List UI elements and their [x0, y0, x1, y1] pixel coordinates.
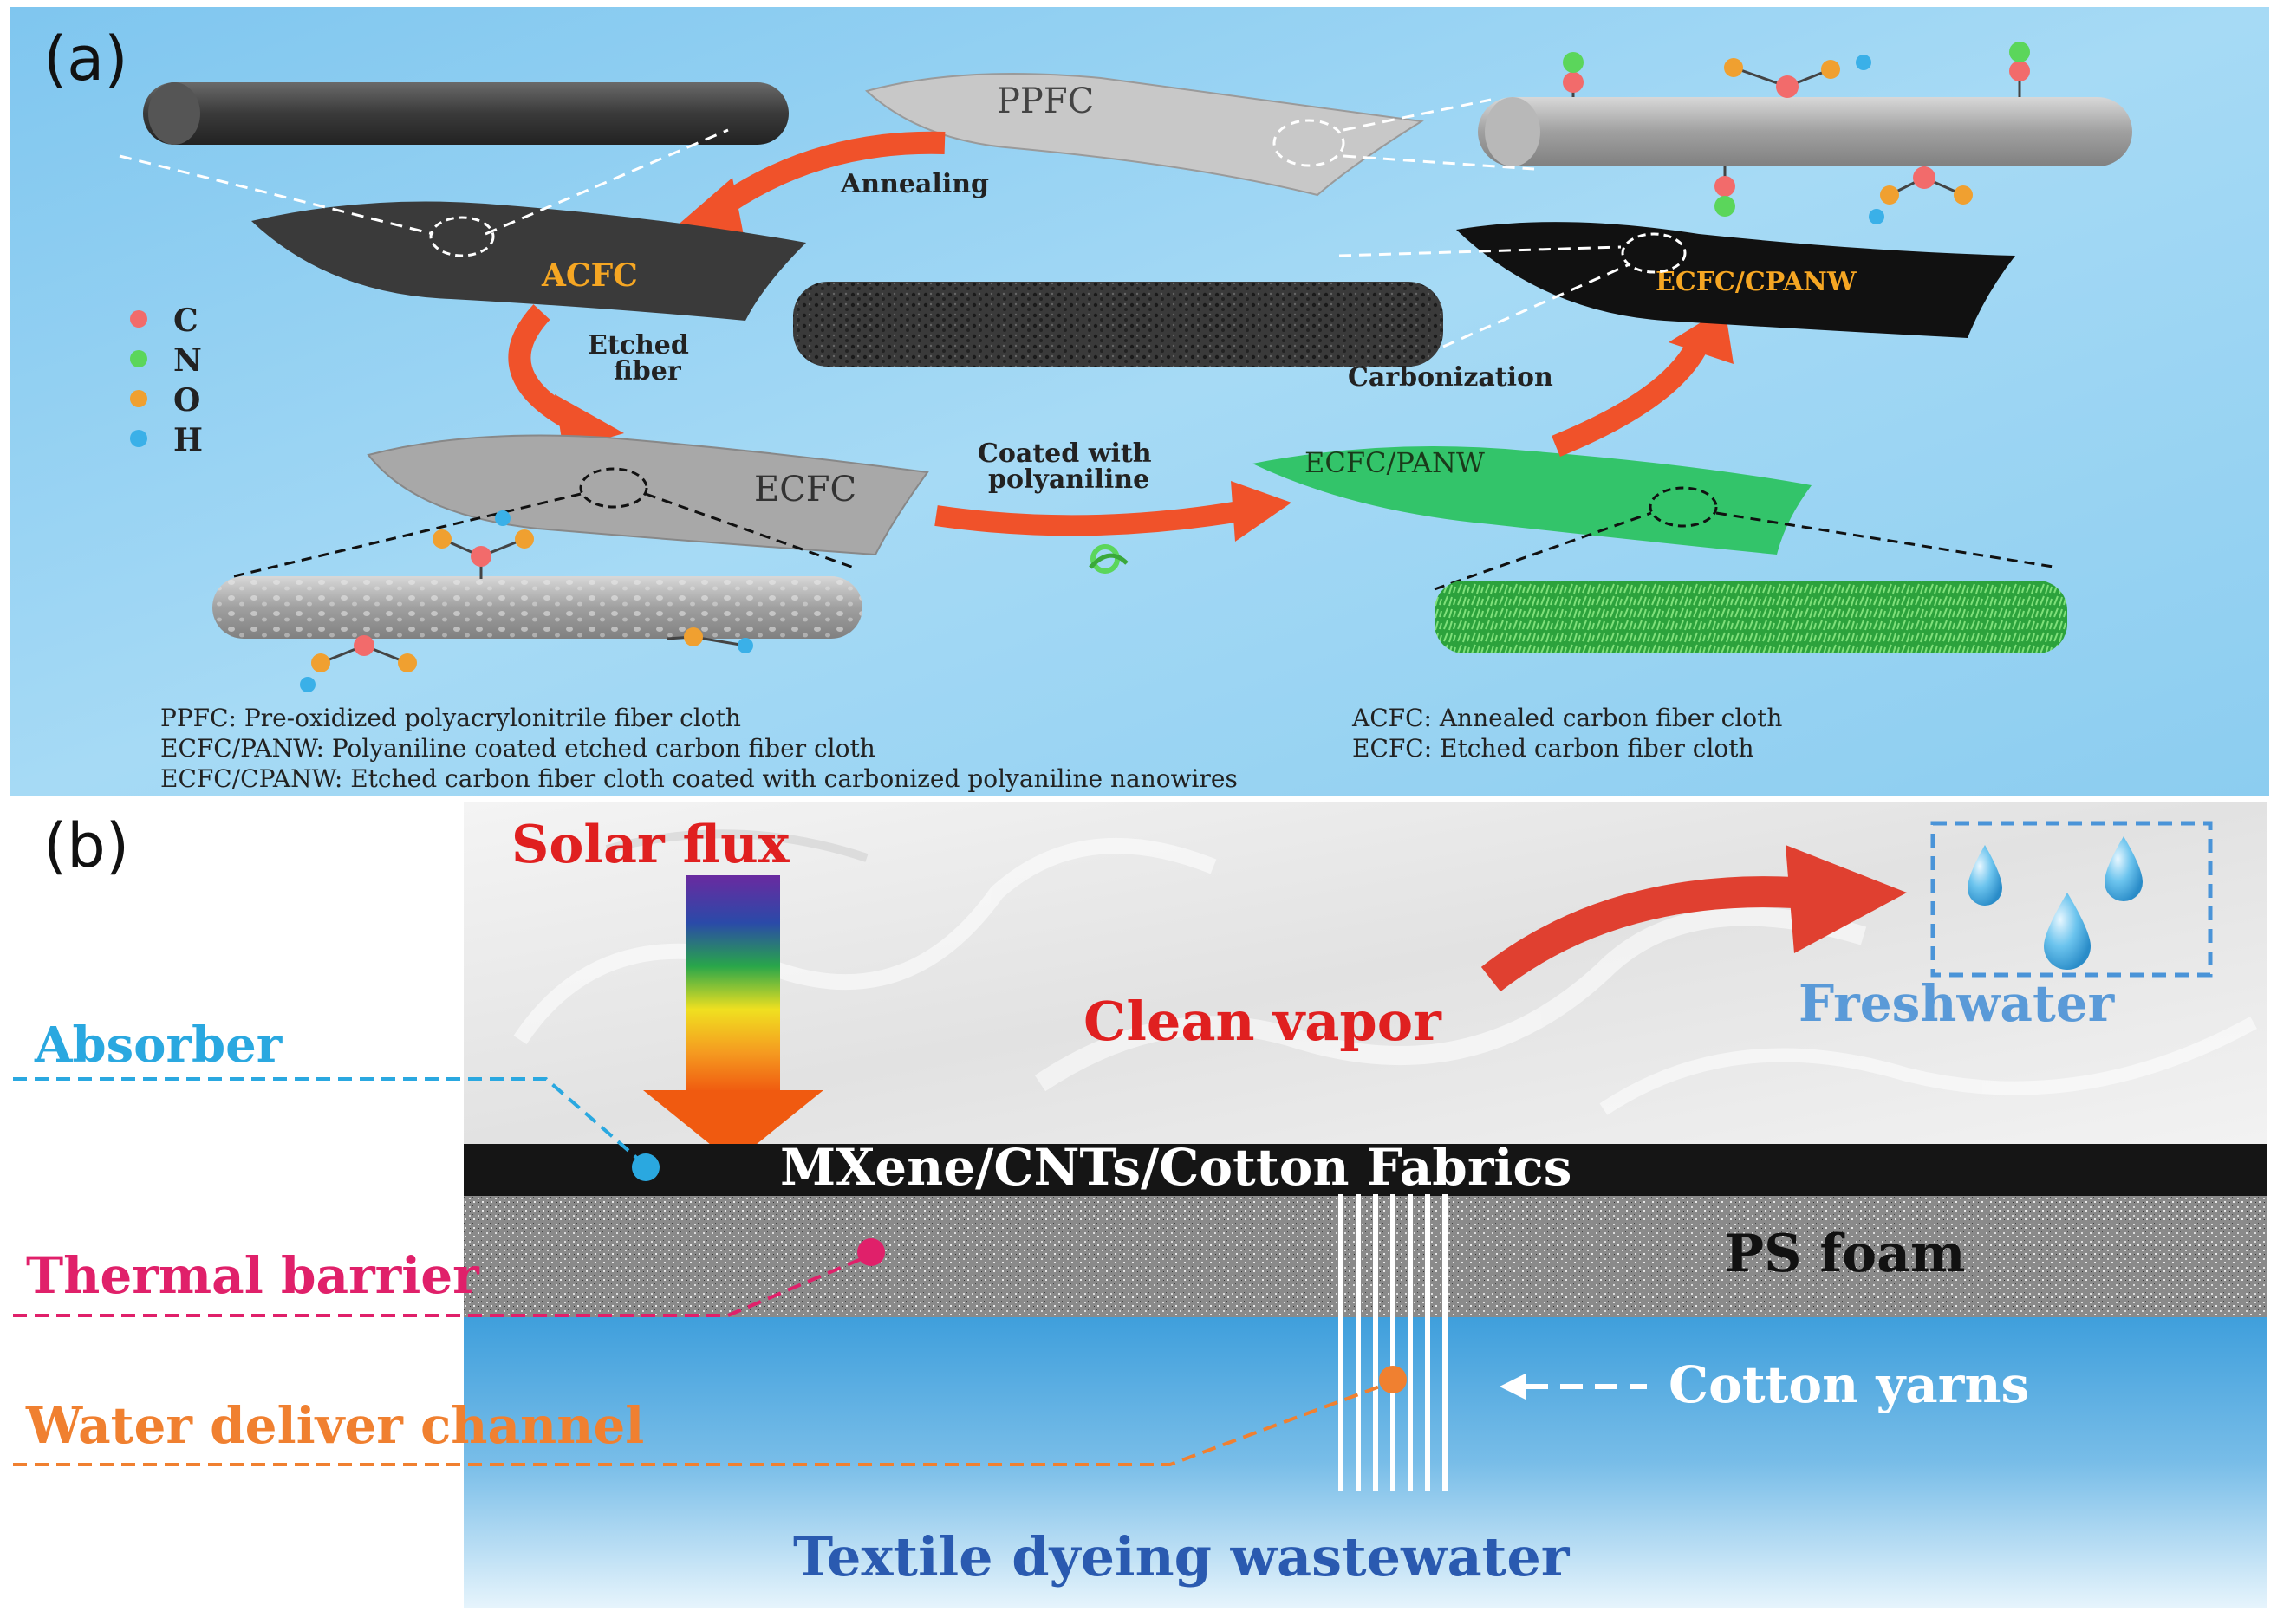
surface-groups: [1563, 42, 2030, 224]
functional-groups: [300, 510, 753, 692]
ppfc-sheet: PPFC: [864, 73, 1424, 197]
water-channel-leader: [13, 1380, 1392, 1466]
ppfc-label: PPFC: [997, 81, 1094, 121]
carbonized-fiber-rod: [1478, 97, 2132, 166]
carbonization-label: Carbonization: [1348, 362, 1553, 393]
panw-coated-rod: [1435, 581, 2067, 653]
legend-n: N: [173, 342, 202, 379]
zoom-line: [1343, 154, 1535, 171]
definition-ecfc-panw: ECFC/PANW: Polyaniline coated etched car…: [160, 734, 875, 763]
water-drop-icon: [1968, 836, 2143, 970]
acfc-label: ACFC: [541, 257, 638, 294]
absorber-leader: [13, 1077, 647, 1167]
wastewater-region: [464, 1317, 2267, 1608]
definition-ecfc: ECFC: Etched carbon fiber cloth: [1352, 734, 1754, 763]
ps-foam-label: PS foam: [1725, 1224, 1966, 1284]
definition-ecfc-cpanw: ECFC/CPANW: Etched carbon fiber cloth co…: [160, 764, 1238, 793]
coated-label-2: polyaniline: [988, 464, 1149, 495]
absorber-label: Absorber: [34, 1017, 283, 1074]
absorber-layer-label: MXene/CNTs/Cotton Fabrics: [780, 1138, 1571, 1197]
acfc-sheet: ACFC: [251, 201, 806, 321]
legend-c: C: [173, 302, 198, 339]
cotton-yarns-label: Cotton yarns: [1669, 1355, 2029, 1414]
etched-arrow: [508, 304, 578, 431]
legend-dot-c: [130, 310, 147, 328]
ecfc-label: ECFC: [754, 470, 856, 510]
etched-label-2: fiber: [614, 356, 682, 387]
element-legend: C N O H: [130, 302, 203, 458]
etched-fiber-rod: [212, 576, 862, 639]
thermal-barrier-label: Thermal barrier: [26, 1246, 480, 1305]
thermal-barrier-marker: [857, 1238, 885, 1266]
legend-dot-o: [130, 390, 147, 407]
ecfc-cpanw-sheet: ECFC/CPANW: [1456, 222, 2015, 338]
vapor-wisps: [513, 829, 2257, 1115]
water-channel-label: Water deliver channel: [25, 1396, 644, 1455]
polyaniline-icon: [1089, 544, 1129, 574]
panel-a-label: (a): [43, 23, 128, 94]
cotton-yarns: [1338, 1194, 1448, 1491]
ecfc-panw-label: ECFC/PANW: [1304, 446, 1485, 479]
raw-fiber-rod: [143, 82, 789, 145]
thermal-barrier-leader: [13, 1253, 872, 1317]
annealing-label: Annealing: [840, 169, 989, 199]
zoom-line: [233, 492, 582, 578]
definition-acfc: ACFC: Annealed carbon fiber cloth: [1351, 704, 1782, 732]
zoom-line: [1338, 245, 1622, 257]
zoom-line: [119, 154, 434, 236]
solar-spectrum-bar: [686, 875, 780, 1092]
vapor-arrow: [1480, 876, 1795, 992]
vapor-arrowhead: [1786, 845, 1907, 953]
etched-label-1: Etched: [588, 330, 689, 361]
ecfc-cpanw-label: ECFC/CPANW: [1656, 267, 1857, 297]
zoom-line: [1434, 511, 1652, 591]
definitions: PPFC: Pre-oxidized polyacrylonitrile fib…: [160, 704, 1782, 793]
cotton-yarns-pointer: [1500, 1374, 1647, 1400]
legend-dot-h: [130, 430, 147, 447]
zoom-line: [1343, 98, 1492, 132]
zoom-line: [485, 128, 729, 236]
definition-ppfc: PPFC: Pre-oxidized polyacrylonitrile fib…: [160, 704, 741, 732]
clean-vapor-label: Clean vapor: [1083, 990, 1442, 1053]
solar-arrowhead: [643, 1090, 823, 1163]
wastewater-label: Textile dyeing wastewater: [793, 1525, 1571, 1588]
zoom-line: [1715, 511, 2059, 569]
carbonization-arrow: [1552, 337, 1709, 458]
coated-label-1: Coated with: [978, 438, 1152, 469]
zoom-line: [1442, 263, 1630, 348]
zoom-line: [645, 492, 855, 569]
sponge-rod: [793, 282, 1443, 367]
panel-b-label: (b): [43, 810, 129, 881]
legend-o: O: [173, 382, 200, 419]
coating-arrow: [934, 501, 1241, 536]
legend-h: H: [173, 422, 203, 458]
legend-dot-n: [130, 350, 147, 367]
coating-arrowhead: [1231, 481, 1291, 542]
ps-foam-layer: [464, 1196, 2267, 1317]
water-channel-marker: [1379, 1366, 1407, 1393]
ecfc-panw-sheet: ECFC/PANW: [1252, 446, 1812, 555]
absorber-marker: [632, 1153, 660, 1181]
absorber-layer: [464, 1144, 2267, 1196]
freshwater-label: Freshwater: [1799, 974, 2116, 1033]
freshwater-box: [1930, 821, 2213, 978]
solar-flux-label: Solar flux: [511, 815, 790, 875]
